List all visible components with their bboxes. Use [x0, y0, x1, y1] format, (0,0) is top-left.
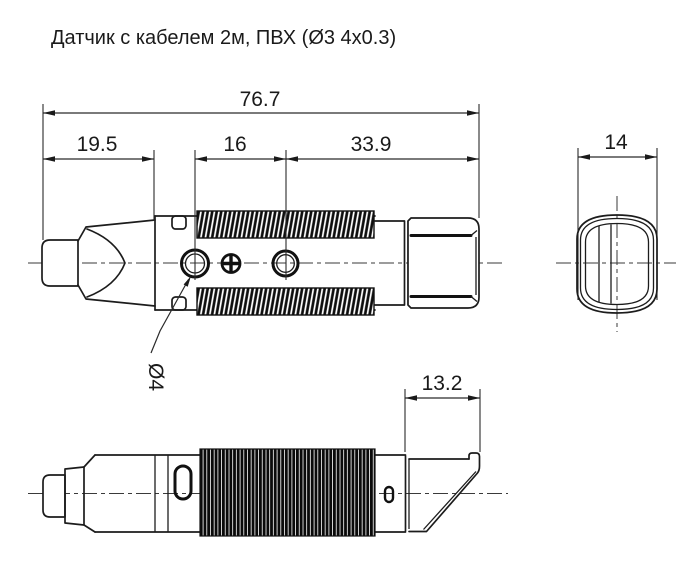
dimension-hole-diameter: Ø4 — [144, 276, 191, 391]
dimension-overall-length: 76.7 — [42, 88, 480, 240]
cable-end-section — [383, 455, 410, 532]
dim-value-width: 14 — [604, 131, 628, 154]
dim-value-overall-length: 76.7 — [240, 88, 281, 111]
leader-arrow — [183, 276, 191, 287]
dimension-thread-to-end: 33.9 — [286, 133, 479, 162]
end-view-outer-contour — [576, 214, 658, 314]
sensor-nose — [41, 239, 79, 287]
small-hole — [383, 485, 395, 504]
thread-band-bottom — [196, 287, 375, 316]
end-view — [556, 148, 676, 332]
phillips-cross-icon — [221, 254, 241, 273]
dimension-width-across-flats: 14 — [578, 131, 657, 160]
end-cap — [407, 217, 480, 309]
screw-head — [220, 253, 242, 274]
sensor-mid-section — [64, 454, 96, 533]
drawing-title: Датчик с кабелем 2м, ПВХ (Ø3 4x0.3) — [51, 27, 396, 49]
sensor-cone-housing — [77, 215, 156, 311]
dim-value-cable-exit: 13.2 — [422, 372, 463, 395]
dimension-cable-exit-length: 13.2 — [404, 372, 481, 452]
end-view-inner-contour — [584, 222, 650, 306]
knurled-section — [199, 448, 376, 537]
body-notch-bottom — [171, 296, 187, 311]
dimension-nose-length: 19.5 — [43, 133, 155, 221]
dimension-hole-spacing: 16 — [194, 133, 287, 280]
dim-value-nose-length: 19.5 — [77, 133, 118, 156]
side-view — [28, 210, 502, 316]
body-notch-top — [171, 215, 187, 230]
dim-value-thread-to-end: 33.9 — [351, 133, 392, 156]
oval-slot — [173, 464, 193, 501]
cable-boot — [408, 452, 481, 533]
sensor-nose-bottom — [42, 474, 66, 518]
dim-value-hole-diameter: Ø4 — [144, 363, 167, 391]
cone-ogive — [86, 228, 126, 298]
bottom-view — [28, 448, 508, 537]
dim-value-hole-spacing: 16 — [223, 133, 246, 156]
end-view-mid-contour — [579, 217, 655, 311]
